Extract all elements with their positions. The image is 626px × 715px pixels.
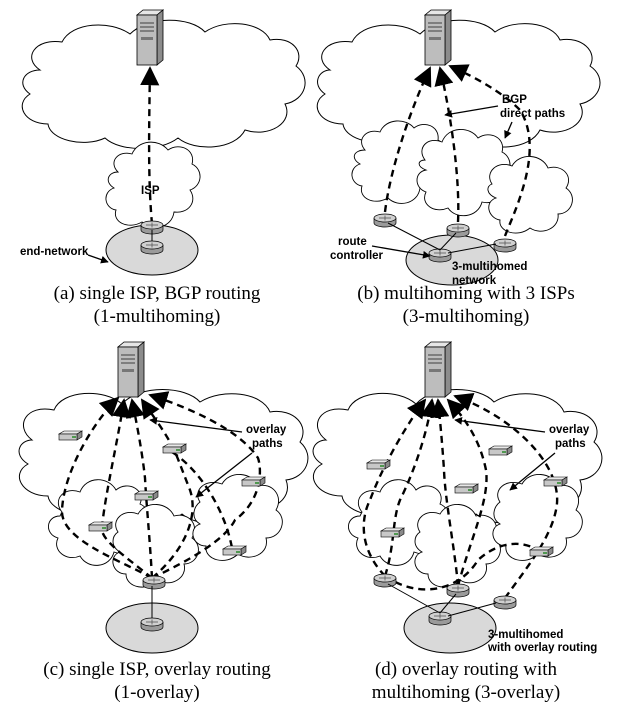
overlay-node-icon <box>366 459 391 470</box>
router-icon <box>140 617 164 632</box>
router-icon <box>446 583 470 598</box>
overlay-path <box>383 398 440 577</box>
overlay-node-icon <box>380 527 405 538</box>
caption-b-line1: (b) multihoming with 3 ISPs <box>357 283 574 304</box>
router-icon <box>142 575 166 590</box>
overlay-node-icon <box>241 476 266 487</box>
panel-c: overlay paths (c) single ISP, overlay ro… <box>18 341 309 703</box>
overlay-label: overlay <box>246 424 287 436</box>
caption-c-line2: (1-overlay) <box>114 682 199 703</box>
overlay-path <box>125 398 154 579</box>
overlay-node-icon <box>543 476 568 487</box>
overlay-path <box>362 398 427 577</box>
cloud-icon <box>105 141 201 228</box>
server-icon <box>117 341 145 398</box>
multihomed-label: 3-multihomed <box>488 629 563 641</box>
panel-a: ISP end-network (a) single ISP, BGP rout… <box>20 9 306 327</box>
router-icon <box>446 223 470 238</box>
server-icon <box>136 9 164 66</box>
multihomed-label: 3-multihomed <box>452 261 527 273</box>
server-icon <box>424 9 452 66</box>
direct-paths-label: direct paths <box>500 108 565 120</box>
paths-label: paths <box>252 438 283 450</box>
overlay-path <box>60 396 153 580</box>
overlay-node-icon <box>134 490 159 501</box>
paths-label: paths <box>555 438 586 450</box>
caption-b-line2: (3-multihoming) <box>403 306 530 327</box>
end-network <box>403 602 497 654</box>
overlay-node-icon <box>488 445 513 456</box>
router-icon <box>140 240 164 255</box>
overlay-node-icon <box>162 443 187 454</box>
cloud-icon <box>492 474 583 561</box>
cloud-icon <box>21 19 306 149</box>
caption-d-line1: (d) overlay routing with <box>375 659 558 680</box>
router-icon <box>428 248 452 263</box>
server-icon <box>424 341 452 398</box>
bgp-direct-path <box>383 66 432 213</box>
caption-a-line2: (1-multihoming) <box>94 306 221 327</box>
overlay-node-icon <box>58 430 83 441</box>
bgp-direct-path <box>434 66 460 223</box>
end-network-label: end-network <box>20 246 89 258</box>
cloud-icon <box>316 19 601 149</box>
overlay-node-icon <box>454 483 479 494</box>
caption-c-line1: (c) single ISP, overlay routing <box>43 659 271 680</box>
caption-a-line1: (a) single ISP, BGP routing <box>54 283 261 304</box>
router-icon <box>373 573 397 588</box>
overlay-path <box>453 392 559 599</box>
bgp-label: BGP <box>502 94 527 106</box>
router-icon <box>428 611 452 626</box>
cloud-icon <box>414 504 501 588</box>
isp-label: ISP <box>141 185 160 197</box>
bgp-direct-path <box>448 64 531 237</box>
router-icon <box>493 238 517 253</box>
caption-d-line2: multihoming (3-overlay) <box>372 682 560 703</box>
overlay-path <box>140 398 194 579</box>
panel-b: BGP direct paths route controller 3-mult… <box>316 9 601 327</box>
network-label: network <box>452 275 497 287</box>
cloud-icon <box>192 474 283 561</box>
cloud-icon <box>487 156 573 234</box>
router-icon <box>493 595 517 610</box>
overlay-node-icon <box>88 521 113 532</box>
bgp-path <box>140 66 160 225</box>
overlay-node-icon <box>222 545 247 556</box>
controller-label: controller <box>330 250 384 262</box>
overlay-label: overlay <box>549 424 590 436</box>
panel-d: overlay paths 3-multihomed with overlay … <box>312 341 603 703</box>
with-overlay-routing-label: with overlay routing <box>487 642 597 654</box>
overlay-node-icon <box>529 546 554 557</box>
overlay-path <box>446 398 488 587</box>
route-label: route <box>338 236 367 248</box>
